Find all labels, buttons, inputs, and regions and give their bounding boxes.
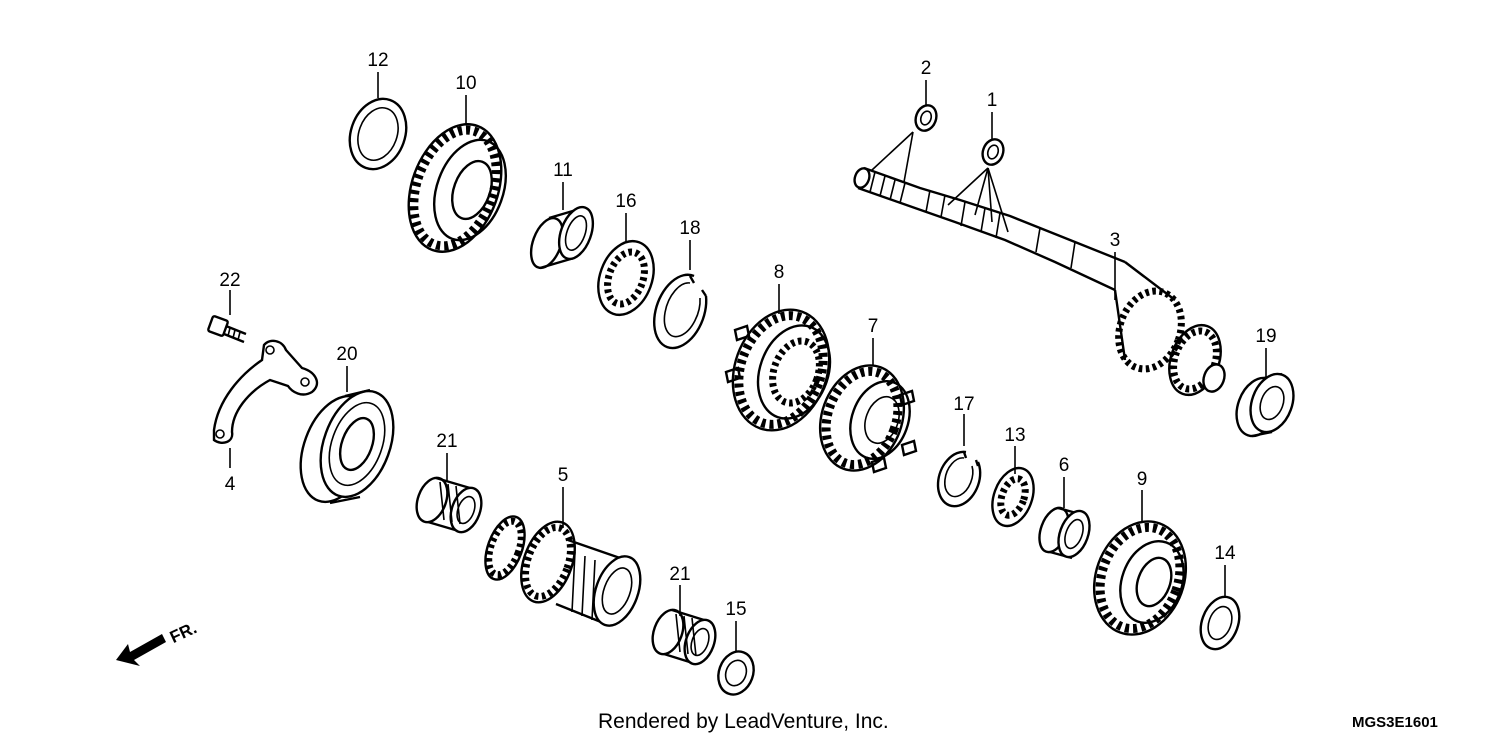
callout-19: 19 [1255,326,1276,347]
part-16-splined-washer [597,240,655,316]
part-3-shaft [853,166,1226,397]
callout-22: 22 [219,270,240,291]
callout-3: 3 [1110,230,1121,251]
part-9-gear [1092,520,1188,636]
part-5-sleeve-gear [484,515,642,627]
callout-10: 10 [455,73,476,94]
part-21-needle-bearing-lower [651,608,717,666]
part-22-bolt [207,315,247,344]
callout-8: 8 [774,262,785,283]
part-18-snap-ring [652,273,708,350]
callout-7: 7 [868,316,879,337]
part-10-gear [407,123,507,253]
callout-4: 4 [225,474,236,495]
part-11-bushing [529,205,595,270]
callout-21-upper: 21 [436,431,457,452]
callout-12: 12 [367,50,388,71]
front-arrow-icon: FR. [116,618,200,666]
part-8-gear [724,308,832,432]
callout-14: 14 [1214,543,1236,564]
callout-13: 13 [1004,425,1025,446]
part-13-splined-washer [991,466,1035,528]
part-19-bearing [1235,372,1295,438]
front-arrow-label: FR. [167,618,200,647]
part-14-washer [1199,595,1241,651]
part-1-collar [981,138,1005,166]
callout-18: 18 [679,218,700,239]
callout-21-lower: 21 [669,564,690,585]
callout-2: 2 [921,58,932,79]
callout-11: 11 [553,160,573,181]
render-credit: Rendered by LeadVenture, Inc. [598,710,889,733]
callout-17: 17 [953,394,974,415]
callout-6: 6 [1059,455,1070,476]
part-2-collar [914,104,938,132]
part-21-needle-bearing-upper [415,476,483,534]
part-15-washer [717,650,755,696]
part-6-bushing [1038,506,1091,560]
callout-16: 16 [615,191,636,212]
callout-1: 1 [987,90,998,111]
part-7-gear [818,364,918,474]
part-12-washer [348,97,408,171]
callout-15: 15 [725,599,746,620]
callout-5: 5 [558,465,569,486]
part-17-snap-ring [936,450,982,508]
part-20-bearing [299,388,395,505]
callout-9: 9 [1137,469,1148,490]
callout-20: 20 [336,344,357,365]
leader-lines [229,72,1267,652]
diagram-code: MGS3E1601 [1352,714,1438,731]
part-4-plate [212,339,319,444]
